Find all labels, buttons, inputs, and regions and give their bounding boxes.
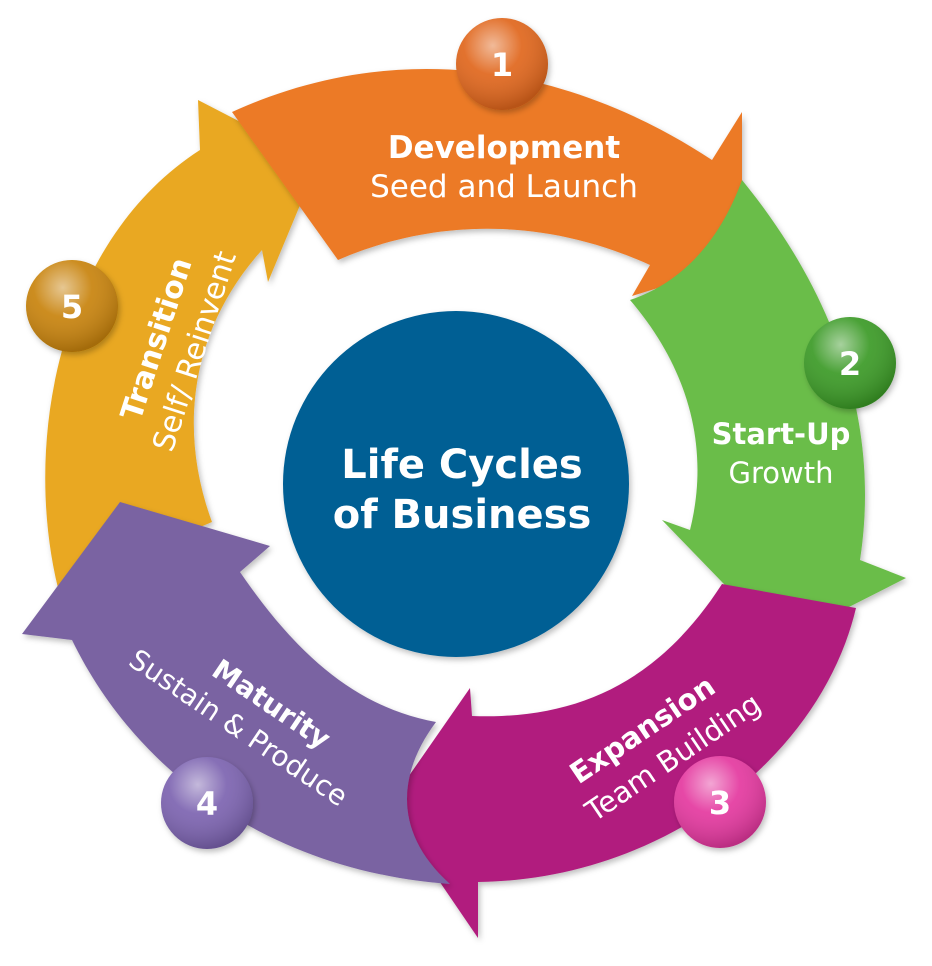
center-circle: [283, 311, 629, 657]
badge-2: 2: [804, 317, 896, 409]
stage-label-development: Development Seed and Launch: [370, 130, 638, 205]
badge-number: 3: [709, 784, 731, 822]
badge-number: 4: [196, 785, 218, 823]
badge-4: 4: [161, 757, 253, 849]
arrow-expansion: [388, 584, 856, 938]
stage-subtitle: Seed and Launch: [370, 169, 638, 205]
stage-title: Development: [388, 130, 620, 166]
stage-subtitle: Growth: [729, 456, 834, 490]
badge-number: 5: [61, 288, 83, 326]
badge-number: 1: [491, 46, 513, 84]
stage-title: Start-Up: [712, 417, 851, 451]
badge-3: 3: [674, 756, 766, 848]
badge-1: 1: [456, 18, 548, 110]
badge-number: 2: [839, 345, 861, 383]
center-title-line1: Life Cycles: [341, 442, 582, 488]
stage-label-startup: Start-Up Growth: [712, 417, 851, 490]
arrow-transition: [45, 100, 318, 588]
badge-5: 5: [26, 260, 118, 352]
center-title-line2: of Business: [333, 492, 592, 538]
arrow-maturity: [22, 502, 450, 884]
arrow-development: [232, 68, 742, 296]
arrow-ring: [22, 68, 906, 938]
arrow-startup: [630, 180, 906, 642]
